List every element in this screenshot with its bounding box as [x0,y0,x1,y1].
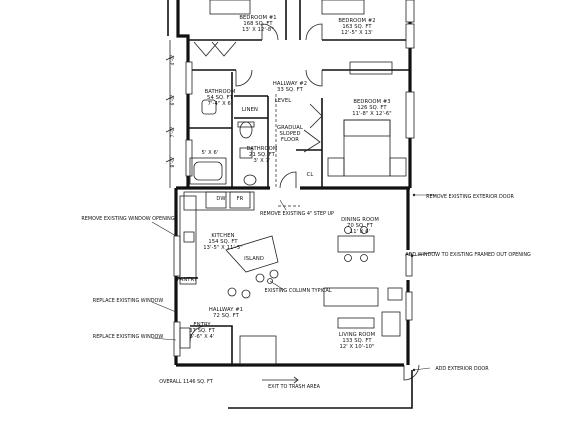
living-furniture [179,287,403,365]
annotations: REMOVE EXISTING EXTERIOR DOOR REMOVE EXI… [81,193,531,390]
dimension-labels: 4'-0" 6'-0" 7'-0" 8'-0" [170,55,176,168]
bathroom-small-size: 3' X 7' [253,158,270,164]
level-label: LEVEL [275,98,291,104]
note-remove-exterior-door: REMOVE EXISTING EXTERIOR DOOR [426,194,514,200]
dishwasher-label: DW [216,196,225,202]
interior-walls [176,0,410,365]
pantry-label: PANTRY [177,277,198,283]
bathroom-fixtures [189,99,257,186]
dining-area: 70 SQ. FT [347,223,374,229]
floor-label: FLOOR [281,137,299,143]
closet-label: CL [307,172,314,178]
left-dimension-line [165,40,175,188]
bedroom3-name: BEDROOM #3 [353,99,390,105]
level-change [275,94,300,207]
kitchen-fixtures [179,191,375,299]
windows [173,0,415,357]
room-labels: BEDROOM #1 168 SQ. FT 13' X 12'-8" BEDRO… [177,15,392,350]
dimension-3: 7'-0" [170,127,176,138]
bedroom2-name: BEDROOM #2 [338,18,375,24]
bedroom-furniture [193,0,407,177]
living-name: LIVING ROOM [339,332,375,338]
note-existing-column: EXISTING COLUMN TYPICAL [264,288,331,294]
exterior-walls [167,0,412,367]
bedroom1-area: 168 SQ. FT [243,21,273,27]
linen-label: LINEN [242,107,258,113]
living-area: 133 SQ. FT [342,338,372,344]
bedroom2-area: 163 SQ. FT [342,24,372,30]
note-remove-window: REMOVE EXISTING WINDOW OPENING [81,216,174,222]
kitchen-size: 13'-5" X 11'-5" [203,245,243,251]
bathroom-main-area: 54 SQ. FT [207,95,234,101]
dining-size: 11' X 6' [350,229,370,235]
bedroom3-area: 126 SQ. FT [357,105,387,111]
bathroom-main-size: 7'-4" X 6' [208,101,233,107]
hallway1-name: HALLWAY #1 [209,307,243,313]
note-remove-step-up: REMOVE EXISTING 4" STEP UP [260,211,334,217]
kitchen-area: 154 SQ. FT [208,239,238,245]
note-add-exterior-door: ADD EXTERIOR DOOR [435,366,489,372]
exit-walkway [228,370,413,409]
entry-name: ENTRY [193,322,211,328]
bedroom1-size: 13' X 12'-8" [242,27,274,33]
gradual-label: GRADUAL [277,125,303,131]
entry-size: 5'-6" X 4' [190,334,215,340]
bathroom-small-area: 21 SQ. FT [249,152,276,158]
dimension-4: 8'-0" [170,157,176,168]
bathroom-small-name: BATHROOM [247,146,278,152]
kitchen-name: KITCHEN [211,233,234,239]
bedroom1-name: BEDROOM #1 [239,15,276,21]
dimension-2: 6'-0" [170,95,176,106]
note-replace-window-1: REPLACE EXISTING WINDOW [93,298,164,304]
bedroom3-size: 11'-8" X 12'-6" [352,111,392,117]
hallway2-area: 33 SQ. FT [277,87,304,93]
hallway2-name: HALLWAY #2 [273,81,307,87]
dimension-1: 4'-0" [170,55,176,66]
note-overall: OVERALL 1146 SQ. FT [159,379,213,385]
note-add-window: ADD WINDOW TO EXISTING FRAMED OUT OPENIN… [405,252,531,258]
bedroom2-size: 12'-5" X 13' [341,30,373,36]
hallway1-area: 72 SQ. FT [213,313,240,319]
note-replace-window-2: REPLACE EXISTING WINDOW [93,334,164,340]
island-label: ISLAND [244,256,264,262]
living-size: 12' X 10'-10" [339,344,374,350]
bathroom-main-name: BATHROOM [205,89,236,95]
entry-area: 37 SQ. FT [189,328,216,334]
sloped-label: SLOPED [279,131,300,137]
note-exit-trash: EXIT TO TRASH AREA [268,384,321,390]
shower-size: 5' X 6' [201,150,218,156]
dining-name: DINING ROOM [341,217,379,223]
fridge-label: FR [237,196,244,202]
